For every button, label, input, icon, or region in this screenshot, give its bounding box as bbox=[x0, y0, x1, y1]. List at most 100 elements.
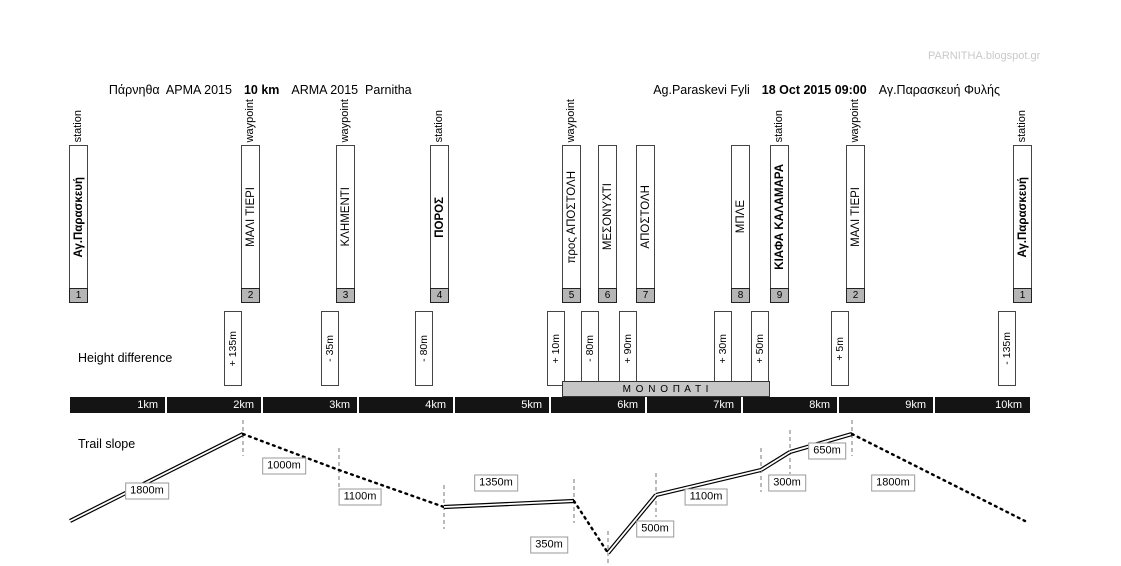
segment-distance-label: 650m bbox=[808, 442, 846, 460]
station-name-box: ΜΑΛΙ ΤΙΕΡΙ bbox=[846, 145, 865, 289]
title-left: Πάρνηθα ΑΡΜΑ 2015 10 km ARMA 2015 Parnitha bbox=[95, 69, 424, 111]
station-name-text: Αγ.Παρασκευή bbox=[72, 176, 85, 258]
station-name-text: ΑΠΟΣΤΟΛΗ bbox=[639, 185, 652, 249]
station-type-text: waypoint bbox=[565, 98, 577, 142]
km-tick-label: 9km bbox=[905, 399, 926, 411]
km-tick-mark bbox=[837, 397, 839, 413]
station-type-text: station bbox=[1016, 109, 1028, 142]
station-number-box: 6 bbox=[598, 288, 617, 303]
trail-segment-solid-inner bbox=[760, 451, 791, 471]
title-right-pre: Ag.Paraskevi Fyli bbox=[653, 83, 750, 97]
station-name-box: Αγ.Παρασκευή bbox=[1013, 145, 1032, 289]
segment-distance-label: 1000m bbox=[262, 457, 306, 475]
station-number-box: 2 bbox=[846, 288, 865, 303]
station-number-box: 2 bbox=[241, 288, 260, 303]
station-number-box: 1 bbox=[1013, 288, 1032, 303]
station-number-box: 5 bbox=[562, 288, 581, 303]
km-tick-label: 3km bbox=[329, 399, 350, 411]
height-difference-box: + 10m bbox=[547, 311, 565, 386]
station-type-text: station bbox=[773, 109, 785, 142]
station-type-text: station bbox=[72, 109, 84, 142]
height-difference-text: + 30m bbox=[717, 333, 729, 364]
station-number-box: 3 bbox=[336, 288, 355, 303]
station-name-box: ΠΟΡΟΣ bbox=[430, 145, 449, 289]
trail-segment-solid-inner bbox=[443, 500, 575, 508]
km-tick-label: 2km bbox=[233, 399, 254, 411]
monopati-bar: Μ Ο Ν Ο Π Α Τ Ι bbox=[562, 381, 770, 397]
station-name-box: ΜΕΣΟΝΥΧΤΙ bbox=[598, 145, 617, 289]
station-type-label: station bbox=[66, 90, 90, 142]
height-difference-text: - 80m bbox=[584, 335, 596, 362]
km-tick-label: 4km bbox=[425, 399, 446, 411]
segment-distance-label: 1800m bbox=[871, 474, 915, 492]
title-right: Ag.Paraskevi Fyli 18 Oct 2015 09:00 Αγ.Παρ… bbox=[640, 69, 1012, 111]
trail-segment-dotted bbox=[572, 499, 610, 555]
segment-distance-label: 350m bbox=[530, 536, 568, 554]
km-tick-label: 10km bbox=[995, 399, 1022, 411]
station-name-text: ΜΑΛΙ ΤΙΕΡΙ bbox=[244, 187, 257, 247]
height-difference-box: - 35m bbox=[321, 311, 339, 386]
title-left-distance: 10 km bbox=[243, 83, 280, 97]
station-name-box: προς ΑΠΟΣΤΟΛΗ bbox=[562, 145, 581, 289]
station-type-label: station bbox=[767, 90, 791, 142]
height-difference-box: + 135m bbox=[224, 311, 242, 386]
height-difference-box: + 30m bbox=[714, 311, 732, 386]
title-right-post: Αγ.Παρασκευή Φυλής bbox=[878, 83, 1000, 97]
segment-distance-label: 500m bbox=[636, 520, 674, 538]
km-tick-label: 8km bbox=[809, 399, 830, 411]
height-difference-text: + 50m bbox=[754, 333, 766, 364]
station-name-text: Αγ.Παρασκευή bbox=[1016, 176, 1029, 258]
km-tick-mark bbox=[549, 397, 551, 413]
station-name-text: ΜΑΛΙ ΤΙΕΡΙ bbox=[849, 187, 862, 247]
title-left-pre: Πάρνηθα ΑΡΜΑ 2015 bbox=[108, 83, 232, 97]
height-difference-box: + 50m bbox=[751, 311, 769, 386]
title-left-post: ARMA 2015 Parnitha bbox=[291, 83, 412, 97]
km-tick-mark bbox=[741, 397, 743, 413]
station-name-box: ΚΙΑΦΑ ΚΑΛΑΜΑΡΑ bbox=[770, 145, 789, 289]
height-difference-text: - 35m bbox=[324, 335, 336, 362]
station-type-text: waypoint bbox=[244, 98, 256, 142]
station-name-box: ΑΠΟΣΤΟΛΗ bbox=[636, 145, 655, 289]
station-name-box: ΜΠΛΕ bbox=[731, 145, 750, 289]
station-name-box: Αγ.Παρασκευή bbox=[69, 145, 88, 289]
station-name-text: ΚΙΑΦΑ ΚΑΛΑΜΑΡΑ bbox=[773, 164, 786, 270]
station-name-text: ΠΟΡΟΣ bbox=[433, 196, 446, 238]
station-type-text: waypoint bbox=[339, 98, 351, 142]
station-number-box: 4 bbox=[430, 288, 449, 303]
km-tick-mark bbox=[261, 397, 263, 413]
height-difference-text: + 10m bbox=[550, 333, 562, 364]
height-difference-text: + 90m bbox=[622, 333, 634, 364]
height-difference-text: + 5m bbox=[834, 336, 846, 361]
height-difference-box: - 80m bbox=[415, 311, 433, 386]
km-tick-mark bbox=[357, 397, 359, 413]
height-difference-box: + 90m bbox=[619, 311, 637, 386]
km-tick-mark bbox=[165, 397, 167, 413]
station-type-label: waypoint bbox=[843, 90, 867, 142]
height-difference-text: - 80m bbox=[418, 335, 430, 362]
trail-slope-label: Trail slope bbox=[78, 437, 136, 451]
segment-distance-label: 1800m bbox=[125, 482, 169, 500]
km-tick-label: 5km bbox=[521, 399, 542, 411]
km-tick-label: 7km bbox=[713, 399, 734, 411]
height-difference-box: + 5m bbox=[831, 311, 849, 386]
title-right-datetime: 18 Oct 2015 09:00 bbox=[761, 83, 867, 97]
station-number-box: 7 bbox=[636, 288, 655, 303]
station-type-text: station bbox=[433, 109, 445, 142]
height-difference-text: + 135m bbox=[227, 330, 239, 367]
km-tick-mark bbox=[645, 397, 647, 413]
station-type-text: waypoint bbox=[849, 98, 861, 142]
station-number-box: 9 bbox=[770, 288, 789, 303]
height-difference-text: - 135m bbox=[1001, 332, 1013, 365]
trail-segment-solid bbox=[759, 450, 792, 472]
station-name-text: ΚΛΗΜΕΝΤΙ bbox=[339, 187, 352, 247]
height-difference-box: - 80m bbox=[581, 311, 599, 386]
station-type-label: waypoint bbox=[559, 90, 583, 142]
station-name-box: ΜΑΛΙ ΤΙΕΡΙ bbox=[241, 145, 260, 289]
segment-distance-label: 1100m bbox=[684, 488, 728, 506]
station-number-box: 8 bbox=[731, 288, 750, 303]
km-tick-label: 6km bbox=[617, 399, 638, 411]
height-difference-box: - 135m bbox=[998, 311, 1016, 386]
station-name-text: ΜΠΛΕ bbox=[734, 200, 747, 234]
